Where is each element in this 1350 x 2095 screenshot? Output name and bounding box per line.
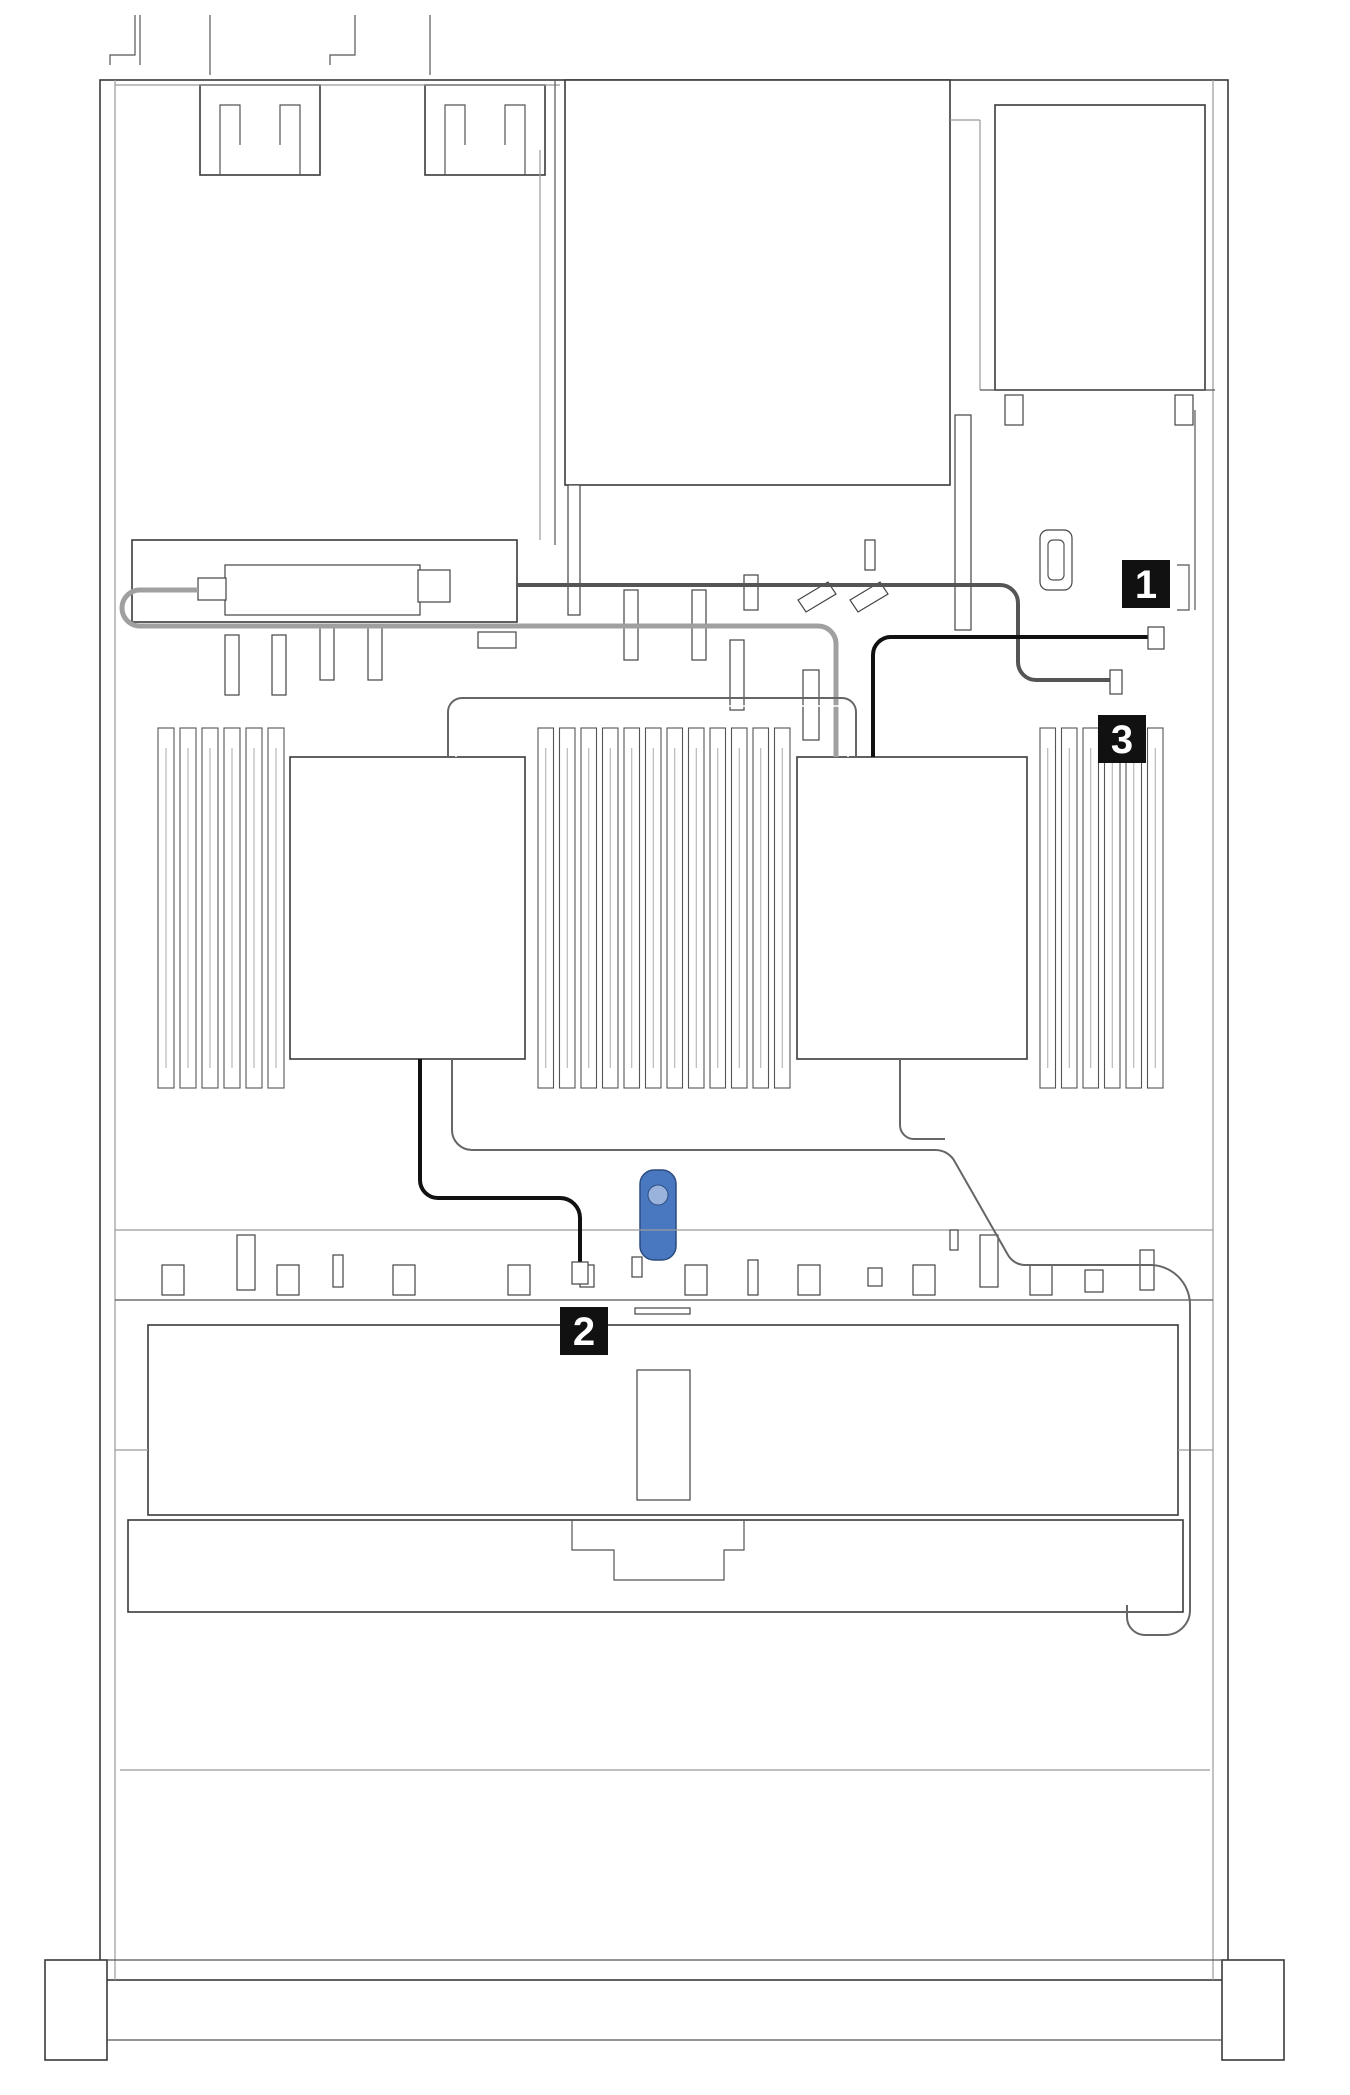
callout-3: 3 bbox=[1098, 715, 1146, 763]
callout-2: 2 bbox=[560, 1307, 608, 1355]
center-top-module bbox=[564, 79, 981, 486]
cable-light-gray bbox=[119, 587, 839, 757]
dimm-bank-left bbox=[157, 727, 285, 1089]
rear-psu-brackets bbox=[109, 15, 560, 545]
dimm-bank-center bbox=[537, 727, 791, 1089]
cable-black-2 bbox=[418, 1059, 582, 1262]
front-bay bbox=[115, 1324, 1213, 1613]
callout-3-text: 3 bbox=[1111, 718, 1133, 762]
processor-1 bbox=[289, 756, 526, 1060]
blue-component bbox=[639, 1169, 677, 1261]
callout-1: 1 bbox=[1122, 560, 1170, 608]
right-top-module bbox=[980, 104, 1215, 610]
connector-3 bbox=[1109, 669, 1123, 695]
cable-black-1 bbox=[871, 635, 1148, 757]
callout-2-text: 2 bbox=[573, 1310, 595, 1354]
battery-holder bbox=[1039, 529, 1190, 611]
adapter-module bbox=[131, 539, 518, 623]
front-connector-row bbox=[115, 1229, 1213, 1315]
cable-processor-link bbox=[447, 697, 857, 757]
cable-dark-gray bbox=[517, 583, 1110, 682]
cable-processor-2-front bbox=[899, 1059, 945, 1140]
callout-1-text: 1 bbox=[1135, 563, 1157, 607]
dimm-bank-right bbox=[1039, 727, 1164, 1089]
cable-long-front bbox=[451, 1059, 1191, 1636]
connector-1 bbox=[1147, 626, 1165, 650]
connector-2 bbox=[571, 1261, 589, 1285]
cables bbox=[119, 583, 1191, 1636]
processor-2 bbox=[796, 756, 1028, 1060]
